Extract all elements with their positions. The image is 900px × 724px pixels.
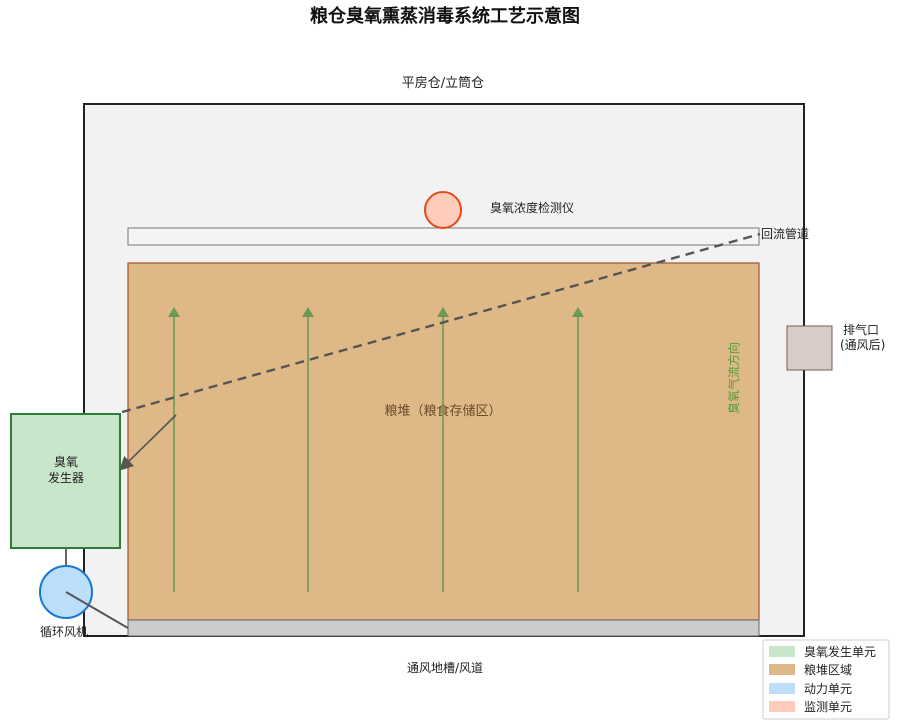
ozone-detector-icon xyxy=(424,191,462,229)
duct-label: 通风地槽/风道 xyxy=(407,661,483,675)
exhaust-label-line2: (通风后) xyxy=(840,338,885,352)
legend-label-generator: 臭氧发生单元 xyxy=(804,644,876,659)
detector-label: 臭氧浓度检测仪 xyxy=(490,200,574,215)
legend-label-grain: 粮堆区域 xyxy=(804,662,852,677)
legend-frame xyxy=(762,639,890,720)
generator-label-line2: 发生器 xyxy=(48,470,84,485)
legend: 臭氧发生单元 粮堆区域 动力单元 监测单元 xyxy=(762,639,890,720)
legend-swatch-power xyxy=(769,683,795,694)
legend-label-power: 动力单元 xyxy=(804,682,852,696)
legend-swatch-grain xyxy=(769,664,795,675)
return-flow-dashed-line xyxy=(121,232,761,414)
return-pipe xyxy=(127,227,760,246)
diagram-title: 粮仓臭氧熏蒸消毒系统工艺示意图 xyxy=(310,5,580,27)
return-pipe-label: 回流管道 xyxy=(761,226,809,241)
exhaust-port xyxy=(786,325,833,371)
legend-swatch-generator xyxy=(769,646,795,657)
warehouse-label: 平房仓/立筒仓 xyxy=(402,75,484,91)
fan-duct-connector xyxy=(65,591,129,629)
legend-label-monitor: 监测单元 xyxy=(804,700,852,714)
legend-swatch-monitor xyxy=(769,701,795,712)
ventilation-duct xyxy=(127,619,760,637)
generator-label-line1: 臭氧 xyxy=(54,454,78,469)
fan-label: 循环风机 xyxy=(40,625,88,639)
return-arrow xyxy=(119,414,177,471)
exhaust-label-line1: 排气口 xyxy=(843,322,879,337)
airflow-direction-label: 臭氧气流方向 xyxy=(726,342,741,414)
